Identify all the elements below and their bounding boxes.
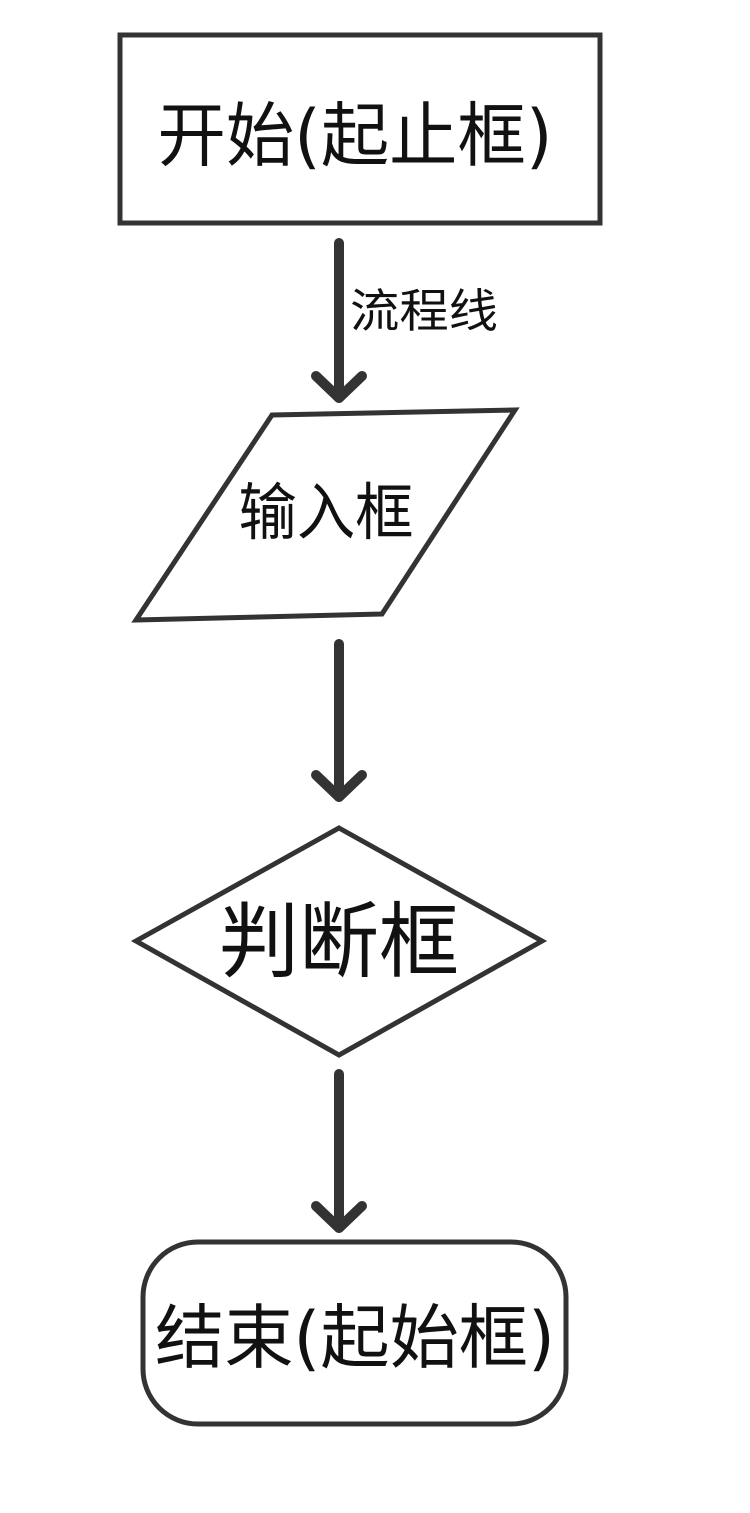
flow-arrow-decision-to-end — [311, 1069, 367, 1233]
flow-arrow-start-to-input — [311, 238, 367, 403]
flow-arrow-input-to-decision — [311, 639, 367, 802]
start-label: 开始(起止框) — [158, 95, 553, 177]
arrow-head — [311, 371, 367, 403]
input-label: 输入框 — [239, 476, 414, 549]
decision-label: 判断框 — [219, 895, 459, 990]
arrow-head — [311, 770, 367, 802]
decision-node[interactable]: 判断框 — [130, 825, 548, 1058]
input-parallelogram — [131, 407, 520, 623]
flow-line-label: 流程线 — [350, 284, 498, 338]
end-label: 结束(起始框) — [155, 1297, 555, 1379]
decision-diamond — [130, 825, 548, 1058]
input-node[interactable]: 输入框 — [131, 407, 520, 623]
arrow-head — [311, 1201, 367, 1233]
start-node[interactable]: 开始(起止框) — [117, 32, 603, 226]
end-box — [140, 1239, 569, 1427]
end-node[interactable]: 结束(起始框) — [140, 1239, 569, 1427]
start-box — [117, 32, 603, 226]
